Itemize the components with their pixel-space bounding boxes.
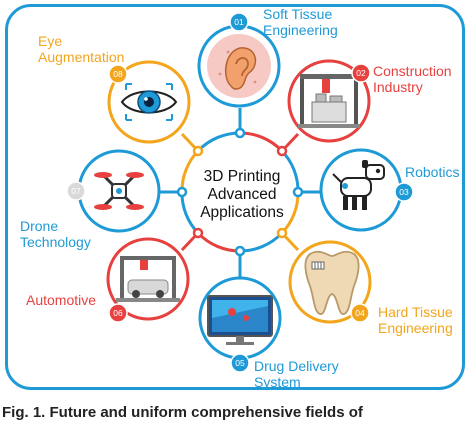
badge-label-02: 02 bbox=[356, 68, 366, 78]
badge-04 bbox=[350, 303, 370, 323]
center-title: 3D Printing Advanced Applications bbox=[186, 168, 298, 222]
center-title-line-2: Advanced bbox=[207, 186, 277, 203]
label-line: Technology bbox=[20, 234, 91, 250]
label-line: Construction bbox=[373, 63, 452, 79]
center-title-line-3: Applications bbox=[200, 204, 284, 221]
label-line: Eye bbox=[38, 33, 63, 49]
number-badge-labels: 01 02 03 04 05 06 07 08 bbox=[71, 17, 409, 368]
label-line: Soft Tissue bbox=[263, 6, 333, 22]
badge-05 bbox=[230, 353, 250, 373]
badge-03 bbox=[394, 182, 414, 202]
label-automotive: Automotive bbox=[26, 292, 96, 308]
center-title-line-1: 3D Printing bbox=[203, 168, 281, 185]
label-line: Automotive bbox=[26, 292, 97, 308]
badge-label-08: 08 bbox=[113, 69, 123, 79]
badge-07 bbox=[66, 181, 86, 201]
badge-label-01: 01 bbox=[234, 17, 244, 27]
number-badges bbox=[66, 12, 414, 373]
badge-label-07: 07 bbox=[71, 186, 81, 196]
label-line: Engineering bbox=[378, 320, 453, 336]
badge-08 bbox=[108, 64, 128, 84]
label-line: System bbox=[254, 374, 301, 390]
eye-icon bbox=[120, 83, 178, 121]
robot-dog-icon bbox=[332, 160, 385, 210]
tooth-icon bbox=[304, 250, 360, 315]
badge-label-04: 04 bbox=[355, 308, 365, 318]
label-line: Industry bbox=[373, 79, 423, 95]
drug-delivery-screen-icon bbox=[207, 295, 273, 345]
label-line: Drug Delivery bbox=[254, 358, 339, 374]
label-drone-technology: Drone Technology bbox=[20, 218, 91, 250]
automotive-printer-icon bbox=[116, 256, 180, 302]
figure-caption: Fig. 1. Future and uniform comprehensive… bbox=[2, 404, 363, 421]
ring-dots bbox=[176, 127, 304, 257]
label-construction-industry: Construction Industry bbox=[373, 63, 452, 95]
badge-label-03: 03 bbox=[399, 187, 409, 197]
label-line: Robotics bbox=[405, 164, 460, 180]
drone-icon bbox=[94, 172, 144, 210]
label-soft-tissue-engineering: Soft Tissue Engineering bbox=[263, 6, 338, 38]
ear-icon bbox=[207, 34, 271, 98]
label-drug-delivery-system: Drug Delivery System bbox=[254, 358, 339, 390]
badge-06 bbox=[108, 303, 128, 323]
label-line: Engineering bbox=[263, 22, 338, 38]
label-hard-tissue-engineering: Hard Tissue Engineering bbox=[378, 304, 453, 336]
badge-label-06: 06 bbox=[113, 308, 123, 318]
label-robotics: Robotics bbox=[405, 164, 459, 180]
badge-label-05: 05 bbox=[235, 358, 245, 368]
label-line: Drone bbox=[20, 218, 59, 234]
construction-printer-icon bbox=[298, 74, 360, 128]
label-line: Augmentation bbox=[38, 49, 125, 65]
label-line: Hard Tissue bbox=[378, 304, 453, 320]
badge-02 bbox=[351, 63, 371, 83]
label-eye-augmentation: Eye Augmentation bbox=[38, 33, 124, 65]
badge-01 bbox=[229, 12, 249, 32]
